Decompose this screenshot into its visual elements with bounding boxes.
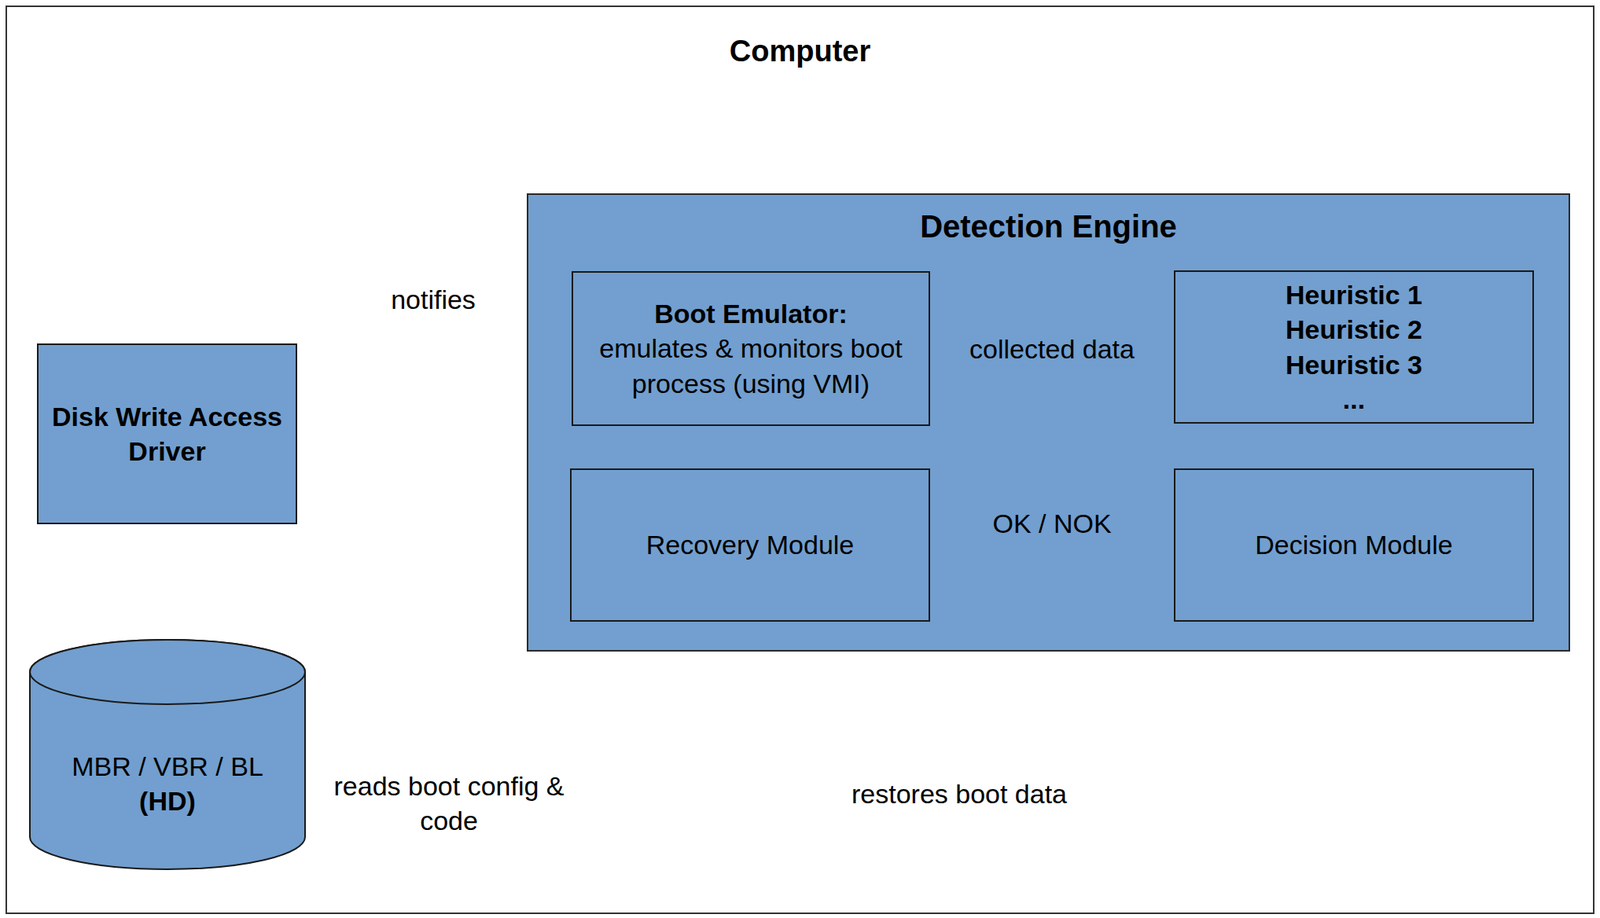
box-label: Disk Write Access Driver (44, 399, 290, 469)
process-box: Heuristic 1Heuristic 2Heuristic 3... (1173, 270, 1534, 424)
edge-label: restores boot data (848, 776, 1071, 812)
node-content: Disk Write Access Driver (38, 345, 296, 523)
box-label: Heuristic 2 (1285, 312, 1423, 347)
box-label: Decision Module (1254, 527, 1453, 563)
node-content: Heuristic 1Heuristic 2Heuristic 3... (1175, 272, 1533, 423)
box-label: Heuristic 1 (1285, 277, 1423, 313)
disk-label: MBR / VBR / BL (71, 749, 264, 784)
process-box: Boot Emulator:emulates & monitors boot p… (571, 271, 931, 427)
box-label: emulates & monitors boot process (using … (579, 331, 923, 401)
edge-label: collected data (958, 331, 1146, 366)
box-label: Recovery Module (646, 527, 855, 563)
frame-title: Computer (7, 32, 1593, 71)
node-content: Recovery Module (571, 470, 929, 621)
cylinder-body (29, 640, 306, 870)
node-content: MBR / VBR / BL(HD) (29, 639, 306, 871)
node-content: Boot Emulator:emulates & monitors boot p… (573, 272, 929, 425)
group-heading: Detection Engine (528, 205, 1569, 247)
computer-frame: Boot Emulator:emulates & monitors boot p… (5, 5, 1595, 915)
driver-box: Disk Write Access Driver (36, 343, 298, 525)
box-label: Heuristic 3 (1285, 347, 1423, 383)
process-box: Recovery Module (570, 468, 931, 622)
process-box: Decision Module (1173, 468, 1534, 622)
disk-label: (HD) (139, 783, 196, 819)
cylinder-top (29, 640, 306, 705)
heading-holder: Computer (7, 32, 1593, 71)
box-label: ... (1342, 382, 1365, 417)
heading-holder: Detection Engine (528, 205, 1569, 247)
edge-label: reads boot config & code (327, 768, 571, 839)
edge-label: OK / NOK (989, 505, 1115, 541)
box-label: Boot Emulator: (654, 296, 848, 332)
disk-cylinder: MBR / VBR / BL(HD) (29, 639, 306, 871)
edge-label: notifies (387, 282, 479, 317)
node-content: Decision Module (1175, 470, 1533, 621)
engine-group: Boot Emulator:emulates & monitors boot p… (526, 193, 1571, 652)
